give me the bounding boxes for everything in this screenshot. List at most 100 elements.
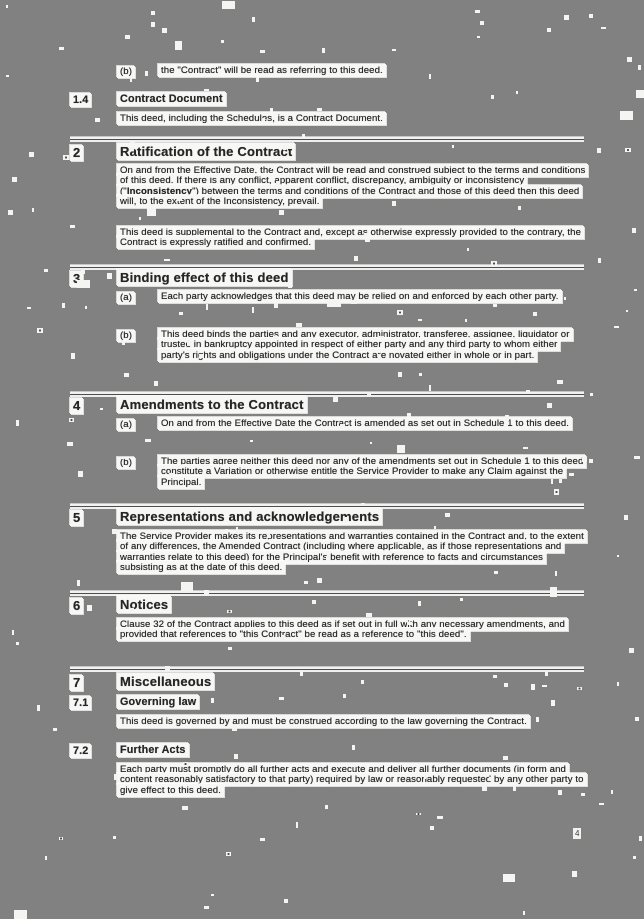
scan-noise-speck bbox=[490, 260, 497, 267]
scan-noise-speck bbox=[26, 307, 31, 310]
scan-noise-speck bbox=[179, 311, 183, 316]
clause-item-text: This deed binds the parties and any exec… bbox=[158, 328, 573, 362]
scan-noise-speck bbox=[429, 825, 434, 830]
scan-noise-speck bbox=[150, 21, 155, 28]
heading-7: 7 Miscellaneous bbox=[70, 673, 597, 691]
scan-noise-speck bbox=[145, 439, 151, 443]
scan-noise-speck bbox=[525, 389, 531, 395]
scan-noise-speck bbox=[496, 290, 501, 294]
scan-noise-speck bbox=[204, 590, 209, 595]
scan-noise-speck bbox=[554, 570, 558, 577]
scan-noise-speck bbox=[296, 822, 299, 828]
scan-noise-speck bbox=[568, 166, 571, 170]
scan-noise-speck bbox=[613, 325, 619, 328]
clause-item-1-3-b: (b) the "Contract" will be read as refer… bbox=[117, 64, 587, 79]
scan-noise-speck bbox=[287, 284, 292, 288]
scan-noise-speck bbox=[556, 379, 563, 384]
scan-noise-speck bbox=[122, 340, 125, 346]
scan-noise-speck bbox=[547, 402, 552, 409]
heading-4-number: 4 bbox=[70, 398, 84, 414]
scan-noise-speck bbox=[311, 600, 316, 605]
scan-noise-speck bbox=[546, 28, 551, 33]
section-divider bbox=[70, 137, 584, 142]
scan-noise-speck bbox=[12, 176, 17, 183]
scan-noise-speck bbox=[259, 837, 265, 842]
scan-noise-speck bbox=[210, 894, 214, 897]
scan-noise-speck bbox=[37, 328, 43, 334]
scan-noise-speck bbox=[28, 152, 35, 158]
scan-noise-speck bbox=[106, 273, 113, 279]
scan-noise-speck bbox=[503, 873, 515, 883]
scan-noise-speck bbox=[558, 479, 563, 483]
scan-noise-speck bbox=[270, 165, 273, 169]
heading-7-2: 7.2 Further Acts bbox=[70, 743, 597, 758]
heading-7-1: 7.1 Governing law bbox=[70, 695, 597, 710]
paragraph-7-2: Each party must promptly do all further … bbox=[117, 763, 587, 797]
heading-6-number: 6 bbox=[70, 598, 84, 614]
clause-item-label: (a) bbox=[117, 292, 136, 305]
scan-noise-speck bbox=[262, 118, 266, 123]
clause-item-label: (a) bbox=[117, 419, 136, 432]
heading-5: 5 Representations and acknowledgements bbox=[70, 508, 597, 526]
scan-noise-speck bbox=[287, 145, 292, 150]
scan-noise-speck bbox=[250, 439, 253, 443]
scan-noise-speck bbox=[474, 9, 480, 13]
scan-noise-speck bbox=[589, 14, 594, 18]
scan-noise-speck bbox=[553, 489, 559, 495]
scan-noise-speck bbox=[43, 269, 49, 272]
scan-noise-speck bbox=[221, 0, 235, 10]
scan-noise-speck bbox=[235, 527, 239, 532]
scan-noise-speck bbox=[325, 556, 330, 560]
paragraph-5-text: The Service Provider makes its represent… bbox=[117, 530, 587, 575]
scan-noise-speck bbox=[563, 296, 567, 301]
scan-noise-speck bbox=[7, 210, 14, 215]
scan-noise-speck bbox=[273, 303, 278, 308]
scan-noise-speck bbox=[523, 446, 529, 450]
section-divider bbox=[70, 667, 584, 672]
scan-noise-speck bbox=[228, 646, 233, 651]
scan-noise-speck bbox=[164, 666, 171, 671]
defined-term-inconsistency: Inconsistency bbox=[126, 185, 193, 197]
scan-noise-speck bbox=[433, 526, 436, 530]
scan-noise-speck bbox=[392, 200, 397, 207]
scan-noise-speck bbox=[576, 687, 582, 690]
heading-2-number: 2 bbox=[70, 145, 84, 161]
scan-noise-speck bbox=[199, 354, 204, 358]
scan-noise-speck bbox=[479, 20, 485, 25]
scan-noise-speck bbox=[303, 580, 308, 584]
scan-noise-speck bbox=[460, 597, 463, 601]
scan-noise-speck bbox=[70, 521, 75, 524]
paragraph-5: The Service Provider makes its represent… bbox=[117, 530, 587, 575]
heading-1-4-number: 1.4 bbox=[70, 93, 92, 107]
scan-noise-speck bbox=[492, 304, 498, 307]
scan-noise-speck bbox=[367, 393, 372, 396]
paragraph-2-2-text: This deed is supplemental to the Contrac… bbox=[117, 226, 585, 250]
paragraph-7-2-text: Each party must promptly do all further … bbox=[117, 763, 587, 797]
scan-noise-speck bbox=[76, 280, 91, 289]
heading-7-1-number: 7.1 bbox=[70, 696, 92, 710]
scan-noise-speck bbox=[177, 197, 183, 202]
scan-noise-speck bbox=[210, 174, 215, 177]
scan-noise-speck bbox=[186, 341, 191, 346]
scan-noise-speck bbox=[361, 502, 365, 505]
scan-noise-speck bbox=[32, 207, 35, 212]
scan-noise-speck bbox=[352, 745, 356, 751]
scan-noise-speck bbox=[503, 755, 508, 761]
scan-noise-speck bbox=[392, 544, 395, 548]
scan-noise-speck bbox=[181, 582, 193, 592]
scan-noise-speck bbox=[494, 570, 499, 574]
scan-noise-speck bbox=[154, 381, 159, 387]
scan-noise-speck bbox=[299, 670, 304, 677]
paragraph-2-1-text: On and from the Effective Date, the Cont… bbox=[117, 164, 589, 209]
heading-7-number: 7 bbox=[70, 675, 84, 691]
paragraph-6: Clause 32 of the Contract applies to thi… bbox=[117, 618, 587, 642]
scan-noise-speck bbox=[203, 906, 209, 909]
scan-noise-speck bbox=[296, 323, 302, 328]
heading-7-title: Miscellaneous bbox=[117, 673, 215, 690]
heading-3: 3 Binding effect of this deed bbox=[70, 269, 597, 287]
scan-noise-speck bbox=[466, 247, 470, 251]
scan-noise-speck bbox=[15, 641, 20, 646]
scan-noise-speck bbox=[111, 528, 118, 534]
scan-noise-speck bbox=[616, 555, 619, 558]
scan-noise-speck bbox=[36, 705, 40, 711]
